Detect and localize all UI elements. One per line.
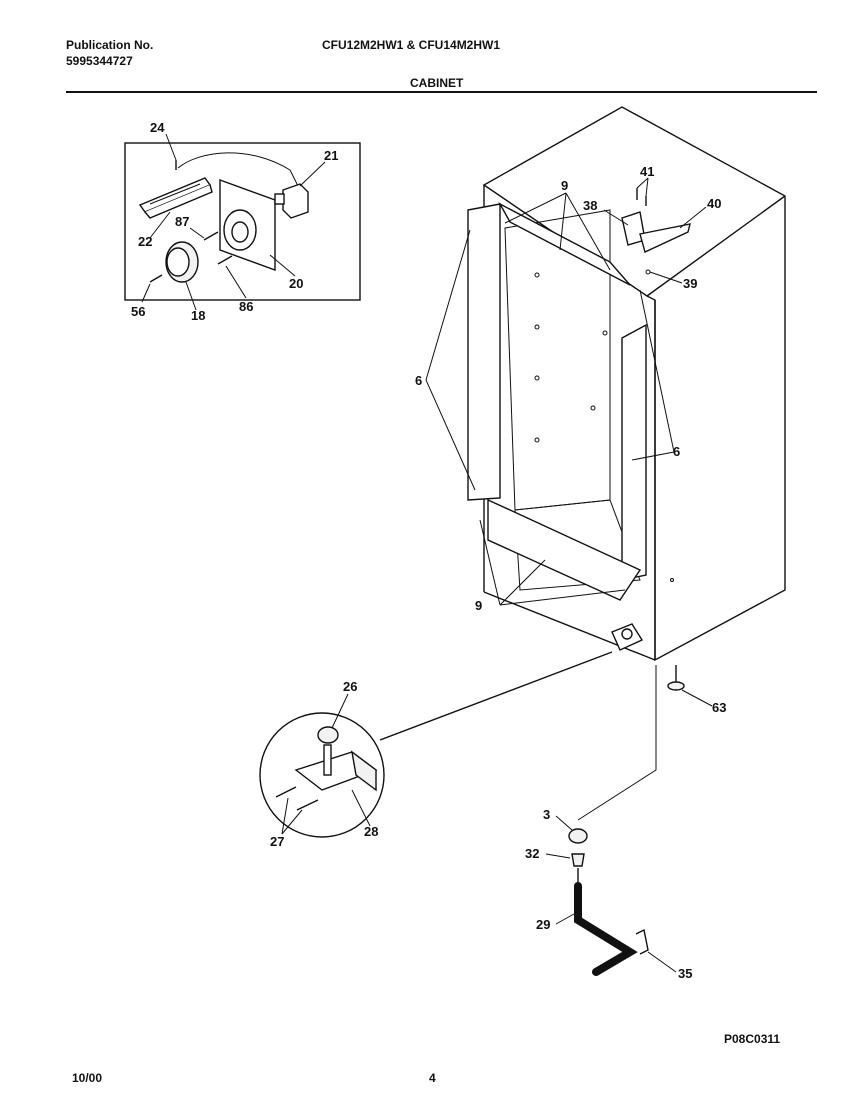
callout-24: 24 <box>150 120 165 135</box>
model-numbers: CFU12M2HW1 & CFU14M2HW1 <box>322 38 501 52</box>
gasket-right <box>621 323 647 581</box>
callout-87: 87 <box>175 214 189 229</box>
leveling-leg <box>667 665 685 691</box>
page-number: 4 <box>429 1071 436 1085</box>
drain-leader <box>577 665 657 821</box>
switch-part <box>274 183 309 219</box>
wire-harness <box>177 152 301 191</box>
callout-56: 56 <box>131 304 145 319</box>
publication-label: Publication No. <box>66 38 154 52</box>
hinge-pin <box>323 744 332 776</box>
hinge-bushing <box>317 726 339 744</box>
gasket-bottom <box>487 498 642 601</box>
hinge-detail-inset <box>259 651 613 838</box>
callout-6-left: 6 <box>415 373 422 388</box>
header-rule <box>66 91 817 93</box>
footer-date: 10/00 <box>72 1071 103 1085</box>
bottom-hinge <box>611 623 644 651</box>
callout-21: 21 <box>324 148 338 163</box>
detail-pointer-line <box>379 651 613 741</box>
inset-frame <box>124 142 361 301</box>
callout-86: 86 <box>239 299 253 314</box>
light-housing-part <box>219 179 276 271</box>
callout-35: 35 <box>678 966 692 981</box>
light-switch-inset <box>124 133 361 311</box>
top-hinge <box>621 188 691 275</box>
section-title: CABINET <box>410 76 464 90</box>
callout-9-bottom: 9 <box>475 598 482 613</box>
light-bracket-part <box>138 177 213 219</box>
callout-22: 22 <box>138 234 152 249</box>
callout-41: 41 <box>640 164 654 179</box>
screw-87 <box>203 231 219 241</box>
drain-grommet-part <box>571 853 585 867</box>
callout-9-top: 9 <box>561 178 568 193</box>
screw-86 <box>217 255 233 265</box>
callout-6-right: 6 <box>673 444 680 459</box>
callout-28: 28 <box>364 824 378 839</box>
callout-40: 40 <box>707 196 721 211</box>
callout-26: 26 <box>343 679 357 694</box>
cabinet-top-side <box>482 106 786 662</box>
gasket-top <box>498 202 631 286</box>
drain-clip-part <box>635 928 649 955</box>
bulb-part <box>165 241 199 283</box>
callout-32: 32 <box>525 846 539 861</box>
screw-56 <box>149 274 163 283</box>
callout-39: 39 <box>683 276 697 291</box>
callout-63: 63 <box>712 700 726 715</box>
callout-18: 18 <box>191 308 205 323</box>
drain-parts <box>545 665 677 976</box>
drain-tube-part <box>574 882 638 976</box>
gasket-left <box>467 203 501 501</box>
drawing-code: P08C0311 <box>724 1032 781 1046</box>
cabinet-leaders <box>425 177 713 707</box>
callout-29: 29 <box>536 917 550 932</box>
drain-plug-part <box>568 828 588 844</box>
cabinet-body <box>467 106 786 691</box>
callout-27: 27 <box>270 834 284 849</box>
callout-3: 3 <box>543 807 550 822</box>
publication-number: 5995344727 <box>66 54 133 68</box>
callout-20: 20 <box>289 276 303 291</box>
callout-38: 38 <box>583 198 597 213</box>
detail-circle <box>259 712 385 838</box>
